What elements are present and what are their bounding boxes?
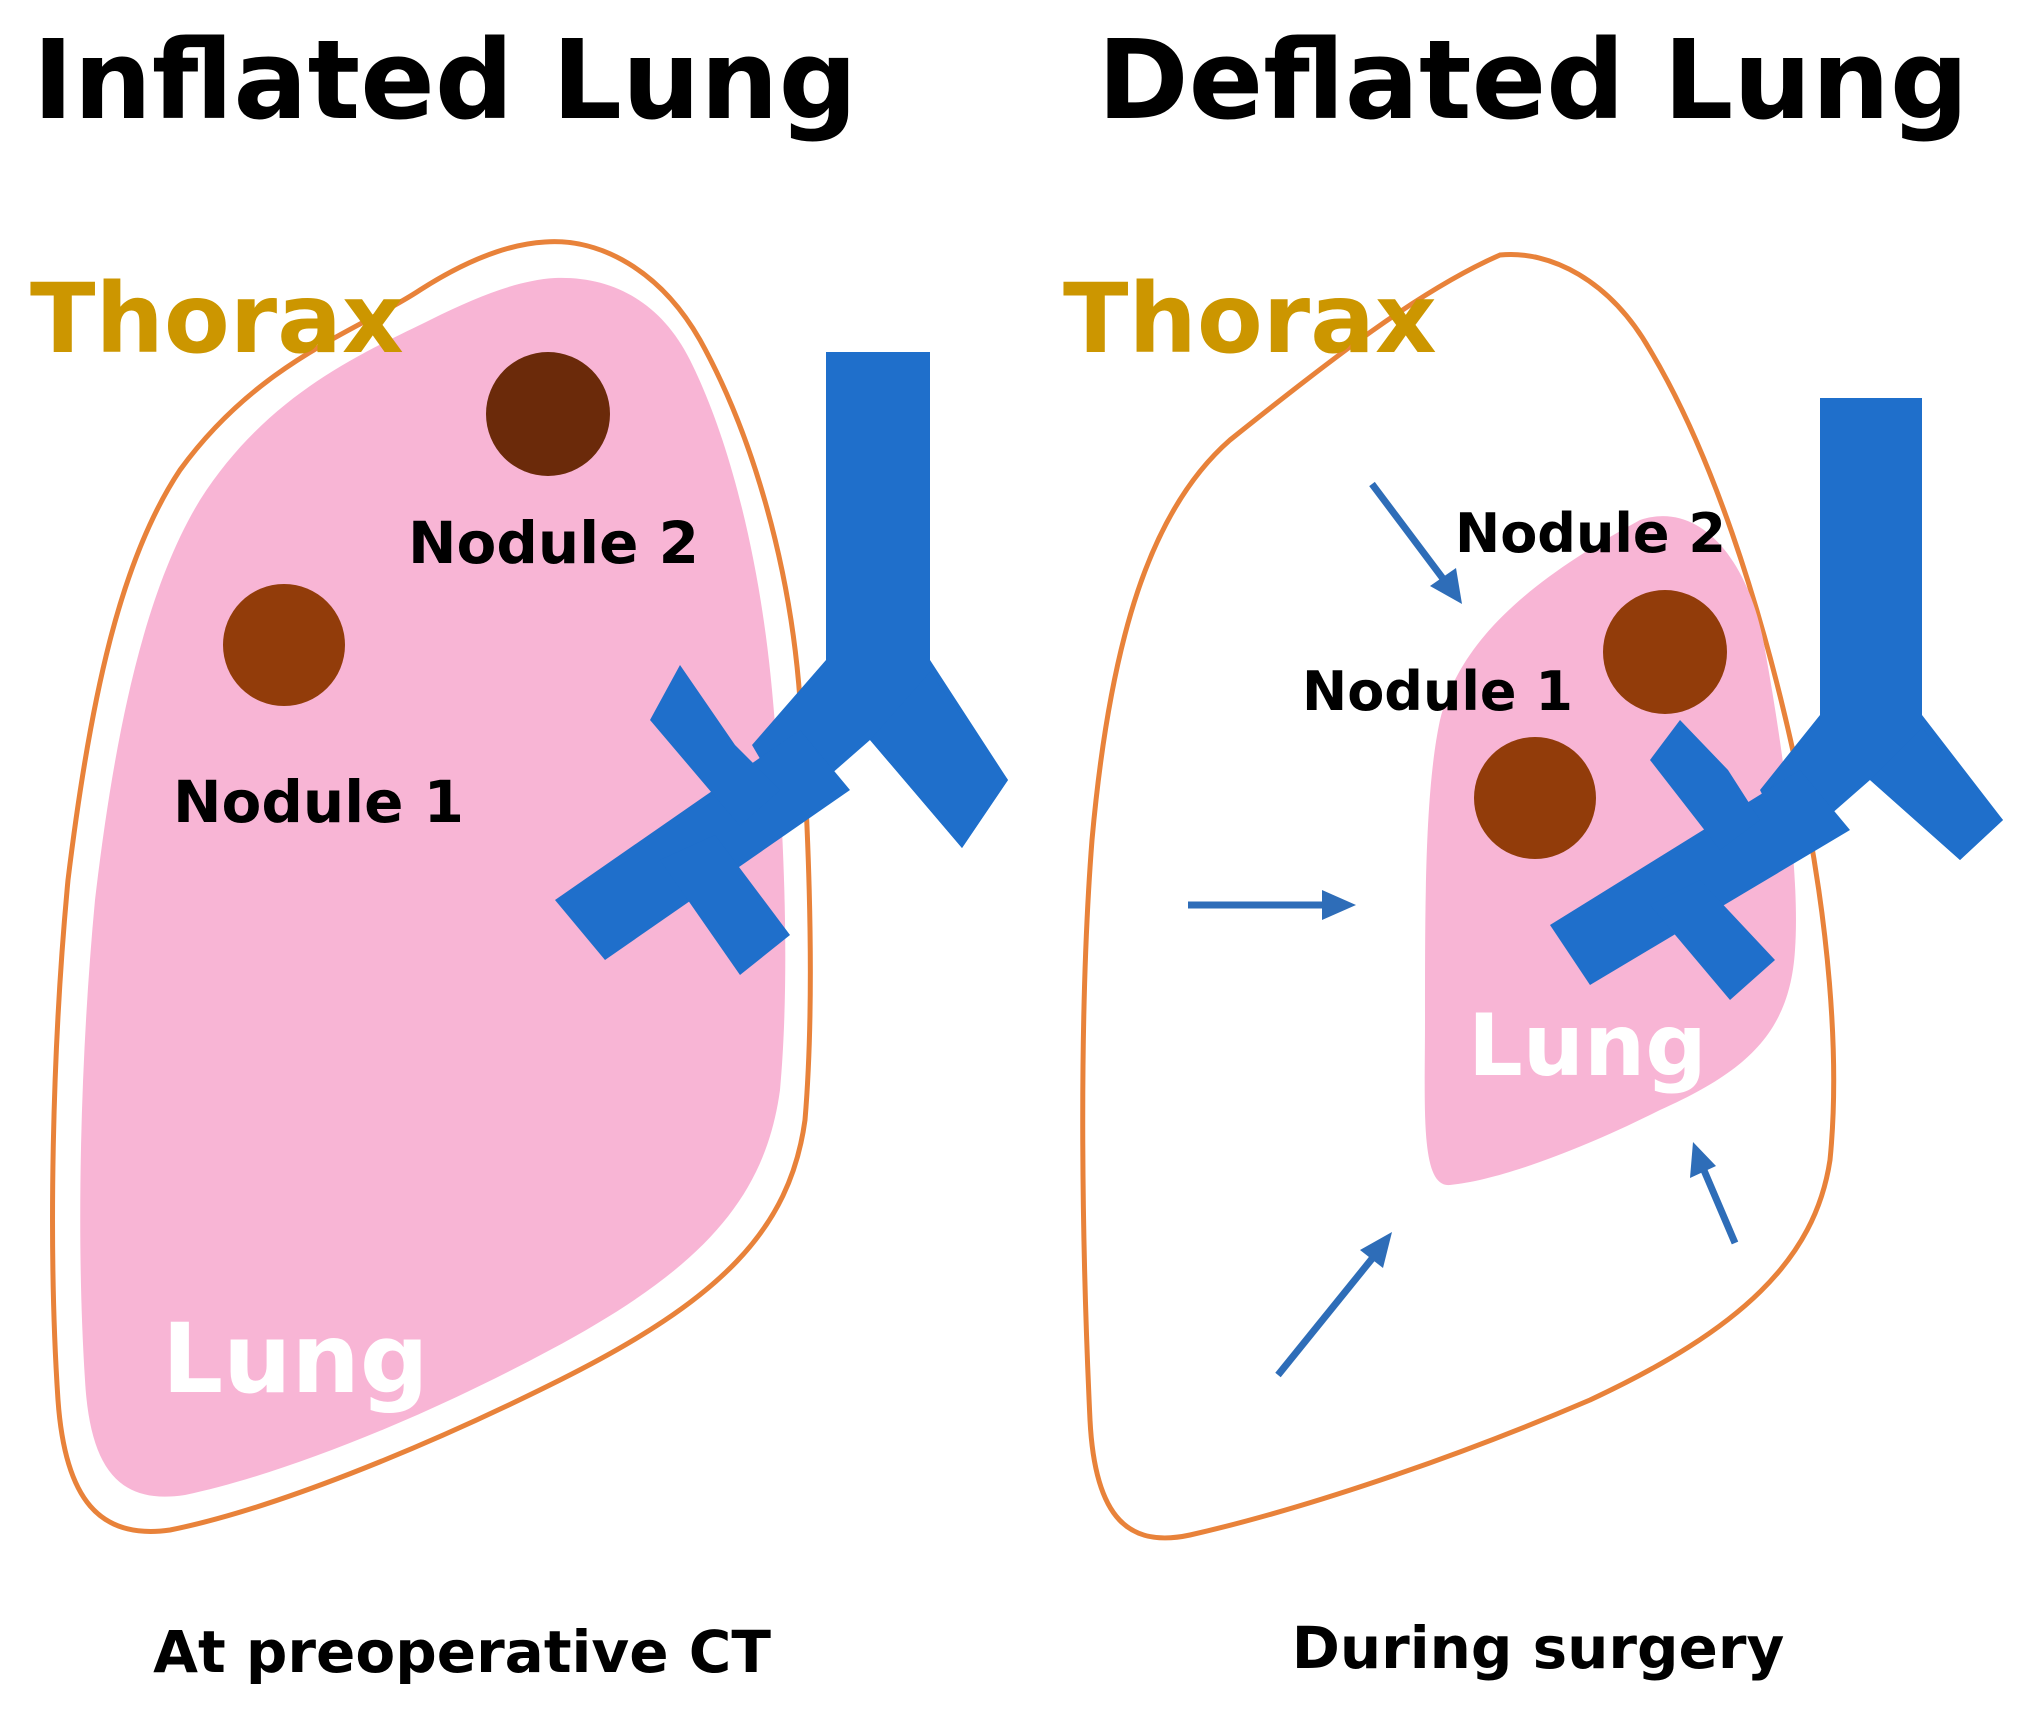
panel-title: Inflated Lung: [33, 16, 858, 144]
nodule-1: [223, 584, 345, 706]
bronchus: [1550, 398, 2003, 1000]
bronchus: [555, 352, 1008, 975]
nodule-1-label: Nodule 1: [173, 768, 464, 836]
panel-title: Deflated Lung: [1097, 16, 1968, 144]
panel-caption: During surgery: [1292, 1614, 1785, 1682]
nodule-2-label: Nodule 2: [408, 509, 699, 577]
thorax-label: Thorax: [30, 263, 404, 375]
arrow-icon: [1275, 1232, 1392, 1378]
lung-label: Lung: [162, 1303, 429, 1415]
panel-deflated: Deflated Lung: [1063, 16, 2003, 1682]
nodule-2: [1603, 590, 1727, 714]
lung: [80, 277, 786, 1497]
compression-arrows: [1188, 481, 1739, 1378]
arrow-icon: [1690, 1142, 1739, 1245]
arrow-icon: [1188, 890, 1356, 920]
nodule-2: [486, 352, 610, 476]
nodule-2-label: Nodule 2: [1455, 502, 1726, 565]
nodule-1: [1474, 737, 1596, 859]
thorax-label: Thorax: [1063, 263, 1437, 375]
lung-label: Lung: [1468, 996, 1707, 1096]
nodule-1-label: Nodule 1: [1302, 660, 1573, 723]
arrow-icon: [1369, 481, 1462, 604]
panel-inflated: Inflated Lung Thorax Nodule 2 Nodule 1 L…: [30, 16, 1008, 1686]
panel-caption: At preoperative CT: [153, 1618, 771, 1686]
